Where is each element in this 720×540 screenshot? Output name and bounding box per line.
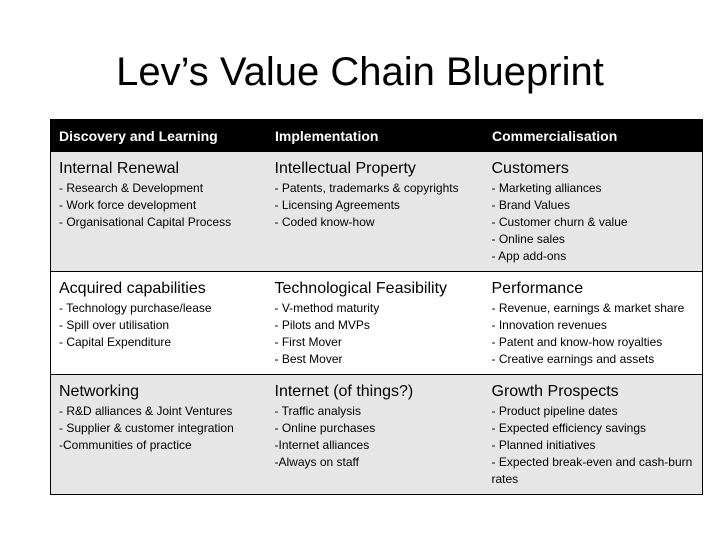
table-cell: Internal Renewal - Research & Developmen… <box>50 151 267 272</box>
table-row: Networking - R&D alliances & Joint Ventu… <box>50 374 703 495</box>
list-item: - Best Mover <box>274 352 343 366</box>
list-item: - Innovation revenues <box>491 318 607 332</box>
list-item: - R&D alliances & Joint Ventures <box>59 404 233 418</box>
column-header-commercialisation: Commercialisation <box>483 119 703 152</box>
list-item: - Online sales <box>491 232 565 246</box>
table-row: Acquired capabilities - Technology purch… <box>50 271 703 375</box>
list-item: - Spill over utilisation <box>59 318 170 332</box>
slide-title: Lev’s Value Chain Blueprint <box>116 50 604 94</box>
list-item: - Technology purchase/lease <box>59 301 212 315</box>
table-cell: Networking - R&D alliances & Joint Ventu… <box>50 374 267 495</box>
list-item: - Creative earnings and assets <box>491 352 655 366</box>
list-item: - App add-ons <box>491 249 567 263</box>
cell-item-list: - V-method maturity - Pilots and MVPs - … <box>275 300 476 368</box>
cell-heading: Networking <box>59 383 140 400</box>
list-item: - Product pipeline dates <box>491 404 618 418</box>
cell-item-list: - R&D alliances & Joint Ventures - Suppl… <box>59 403 259 454</box>
cell-heading: Acquired capabilities <box>59 280 206 297</box>
list-item: - Revenue, earnings & market share <box>491 301 685 315</box>
cell-heading: Internet (of things?) <box>274 383 414 400</box>
list-item: -Communities of practice <box>59 438 192 452</box>
table-cell: Performance - Revenue, earnings & market… <box>483 271 703 375</box>
cell-item-list: - Technology purchase/lease - Spill over… <box>59 300 259 351</box>
list-item: - Customer churn & value <box>491 215 628 229</box>
column-header-discovery: Discovery and Learning <box>50 119 267 152</box>
cell-item-list: - Product pipeline dates - Expected effi… <box>492 403 695 488</box>
list-item: - Organisational Capital Process <box>59 215 232 229</box>
list-item: - Online purchases <box>274 421 376 435</box>
list-item: - Pilots and MVPs <box>274 318 370 332</box>
value-chain-table: Discovery and Learning Implementation Co… <box>50 119 703 495</box>
list-item: - Expected break-even and cash-burn rate… <box>491 455 693 486</box>
list-item: -Always on staff <box>274 455 359 469</box>
cell-item-list: - Revenue, earnings & market share - Inn… <box>492 300 695 368</box>
list-item: - Patents, trademarks & copyrights <box>274 181 459 195</box>
list-item: - Work force development <box>59 198 197 212</box>
column-header-implementation: Implementation <box>266 119 484 152</box>
list-item: -Internet alliances <box>274 438 370 452</box>
list-item: - Capital Expenditure <box>59 335 172 349</box>
cell-heading: Customers <box>491 160 569 177</box>
cell-heading: Performance <box>491 280 584 297</box>
cell-heading: Technological Feasibility <box>274 280 448 297</box>
cell-heading: Intellectual Property <box>274 160 416 177</box>
table-cell: Customers - Marketing alliances - Brand … <box>483 151 703 272</box>
cell-item-list: - Research & Development - Work force de… <box>59 180 259 231</box>
list-item: - Patent and know-how royalties <box>491 335 663 349</box>
table-cell: Acquired capabilities - Technology purch… <box>50 271 267 375</box>
list-item: - Licensing Agreements <box>274 198 400 212</box>
list-item: - Expected efficiency savings <box>491 421 647 435</box>
cell-item-list: - Traffic analysis - Online purchases -I… <box>275 403 476 471</box>
table-header-row: Discovery and Learning Implementation Co… <box>50 119 703 152</box>
cell-heading: Internal Renewal <box>59 160 180 177</box>
list-item: - Coded know-how <box>274 215 375 229</box>
table-cell: Internet (of things?) - Traffic analysis… <box>266 374 484 495</box>
list-item: - Planned initiatives <box>491 438 596 452</box>
list-item: - First Mover <box>274 335 342 349</box>
cell-heading: Growth Prospects <box>491 383 619 400</box>
cell-item-list: - Marketing alliances - Brand Values - C… <box>492 180 695 265</box>
table-cell: Technological Feasibility - V-method mat… <box>266 271 484 375</box>
cell-item-list: - Patents, trademarks & copyrights - Lic… <box>275 180 476 231</box>
list-item: - Marketing alliances <box>491 181 602 195</box>
list-item: - V-method maturity <box>274 301 380 315</box>
list-item: - Research & Development <box>59 181 204 195</box>
list-item: - Supplier & customer integration <box>59 421 234 435</box>
list-item: - Brand Values <box>491 198 571 212</box>
table-cell: Growth Prospects - Product pipeline date… <box>483 374 703 495</box>
table-cell: Intellectual Property - Patents, tradema… <box>266 151 484 272</box>
table-row: Internal Renewal - Research & Developmen… <box>50 151 703 272</box>
list-item: - Traffic analysis <box>274 404 361 418</box>
